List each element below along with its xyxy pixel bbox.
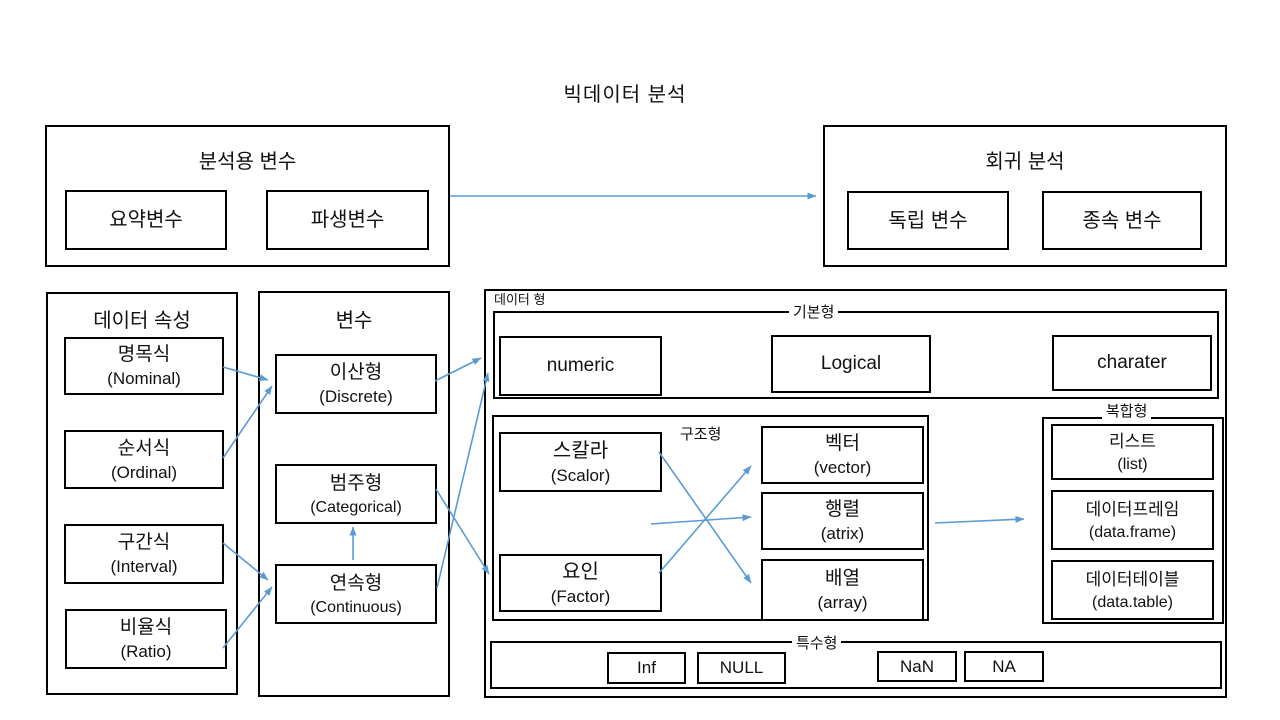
box-list-ko: 리스트 <box>1109 431 1156 451</box>
group-data-types-label: 데이터 형 <box>490 291 550 308</box>
box-dataframe-en: (data.frame) <box>1088 523 1177 541</box>
box-categorical-en: (Categorical) <box>310 498 402 516</box>
box-na: NA <box>964 651 1044 682</box>
box-ordinal-ko: 순서식 <box>117 437 171 459</box>
section-composite-types-label: 복합형 <box>1102 403 1152 420</box>
box-inf: Inf <box>607 652 686 684</box>
section-special-types-label: 특수형 <box>792 635 842 652</box>
box-list: 리스트 (list) <box>1051 424 1214 480</box>
group-analysis-variables: 분석용 변수 요약변수 파생변수 <box>45 125 450 267</box>
box-interval-en: (Interval) <box>110 557 178 576</box>
section-special-types: 특수형 Inf NULL NaN NA <box>490 635 1222 689</box>
box-numeric-label: numeric <box>546 355 615 376</box>
box-character-label: charater <box>1097 352 1167 373</box>
box-summary-variable: 요약변수 <box>65 190 227 250</box>
box-ratio-ko: 비율식 <box>119 617 173 638</box>
box-dependent-variable: 종속 변수 <box>1042 191 1202 250</box>
box-nominal-ko: 명목식 <box>117 344 171 365</box>
box-continuous: 연속형 (Continuous) <box>275 564 437 624</box>
group-data-attributes: 데이터 속성 명목식 (Nominal) 순서식 (Ordinal) 구간식 (… <box>46 292 238 695</box>
box-array-en: (array) <box>817 593 868 612</box>
box-dependent-variable-label: 종속 변수 <box>1082 209 1162 232</box>
box-categorical: 범주형 (Categorical) <box>275 464 437 524</box>
box-nominal-en: (Nominal) <box>107 369 181 388</box>
box-null-label: NULL <box>719 658 764 677</box>
box-discrete: 이산형 (Discrete) <box>275 354 437 414</box>
box-logical: Logical <box>771 335 931 393</box>
group-analysis-variables-label: 분석용 변수 <box>198 151 297 173</box>
box-dataframe: 데이터프레임 (data.frame) <box>1051 490 1214 550</box>
box-nominal: 명목식 (Nominal) <box>64 337 224 395</box>
box-array: 배열 (array) <box>761 559 924 621</box>
section-structural-types-label: 구조형 <box>676 426 726 443</box>
box-derived-variable-label: 파생변수 <box>310 209 385 231</box>
box-ratio: 비율식 (Ratio) <box>65 609 227 669</box>
box-character: charater <box>1052 335 1212 391</box>
box-datatable-en: (data.table) <box>1092 593 1173 611</box>
box-vector: 벡터 (vector) <box>761 426 924 484</box>
box-discrete-en: (Discrete) <box>319 387 393 406</box>
box-factor-en: (Factor) <box>550 586 611 606</box>
box-matrix-ko: 행렬 <box>825 499 860 520</box>
box-scalar: 스칼라 (Scalor) <box>499 432 662 492</box>
group-regression-analysis: 회귀 분석 독립 변수 종속 변수 <box>823 125 1227 267</box>
box-continuous-en: (Continuous) <box>310 598 402 616</box>
section-basic-types-label: 기본형 <box>789 304 839 321</box>
box-continuous-ko: 연속형 <box>329 572 383 594</box>
box-nan-label: NaN <box>899 656 934 676</box>
box-scalar-ko: 스칼라 <box>552 439 609 462</box>
box-discrete-ko: 이산형 <box>329 362 383 383</box>
box-categorical-ko: 범주형 <box>329 472 383 494</box>
box-logical-label: Logical <box>820 353 882 374</box>
box-inf-label: Inf <box>637 658 656 677</box>
group-data-attributes-label: 데이터 속성 <box>93 310 191 332</box>
section-composite-types: 복합형 리스트 (list) 데이터프레임 (data.frame) 데이터테이… <box>1042 403 1224 624</box>
group-regression-analysis-label: 회귀 분석 <box>985 151 1065 173</box>
group-variables: 변수 이산형 (Discrete) 범주형 (Categorical) 연속형 … <box>258 291 450 697</box>
box-independent-variable: 독립 변수 <box>847 191 1009 250</box>
group-data-types: 데이터 형 기본형 numeric Logical charater 구조형 스… <box>484 289 1227 698</box>
box-factor-ko: 요인 <box>562 560 599 583</box>
box-ordinal: 순서식 (Ordinal) <box>64 430 224 489</box>
box-dataframe-ko: 데이터프레임 <box>1085 499 1180 519</box>
diagram-title: 빅데이터 분석 <box>563 84 687 106</box>
box-vector-en: (vector) <box>813 458 872 477</box>
box-matrix: 행렬 (atrix) <box>761 492 924 550</box>
box-nan: NaN <box>877 651 957 682</box>
box-na-label: NA <box>992 656 1016 676</box>
box-interval-ko: 구간식 <box>117 532 171 553</box>
box-list-en: (list) <box>1117 455 1148 473</box>
box-independent-variable-label: 독립 변수 <box>888 209 968 232</box>
box-datatable: 데이터테이블 (data.table) <box>1051 560 1214 620</box>
box-interval: 구간식 (Interval) <box>64 524 224 584</box>
box-matrix-en: (atrix) <box>820 524 865 543</box>
box-summary-variable-label: 요약변수 <box>109 209 183 231</box>
section-structural-types: 구조형 스칼라 (Scalor) 요인 (Factor) 벡터 (vector)… <box>492 415 929 621</box>
section-basic-types: 기본형 numeric Logical charater <box>493 304 1219 399</box>
group-variables-label: 변수 <box>335 310 373 332</box>
box-ordinal-en: (Ordinal) <box>110 462 178 482</box>
box-derived-variable: 파생변수 <box>266 190 429 250</box>
box-scalar-en: (Scalor) <box>550 465 611 485</box>
box-array-ko: 배열 <box>825 568 860 589</box>
box-numeric: numeric <box>499 336 662 396</box>
box-vector-ko: 벡터 <box>825 433 860 454</box>
box-factor: 요인 (Factor) <box>499 554 662 612</box>
box-datatable-ko: 데이터테이블 <box>1085 569 1180 589</box>
box-ratio-en: (Ratio) <box>120 642 172 661</box>
box-null: NULL <box>697 652 786 684</box>
